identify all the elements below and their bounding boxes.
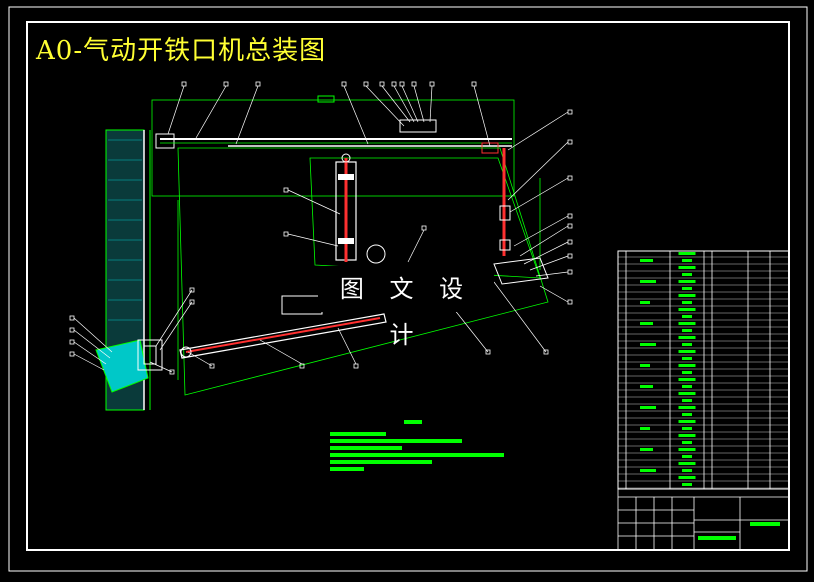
- lift-cylinder-left: [335, 153, 386, 264]
- drill-rod: [179, 257, 549, 359]
- top-rail: [151, 95, 515, 197]
- boom-frame: [177, 147, 549, 396]
- furnace-wall: [95, 129, 175, 411]
- leader-lines: [73, 85, 569, 373]
- title-block: [617, 488, 790, 551]
- item-balloons: [69, 81, 573, 375]
- technical-notes: [330, 420, 504, 471]
- outer-frame: [8, 6, 808, 572]
- lift-cylinder-right: [499, 148, 511, 256]
- parts-list-table: [617, 250, 790, 490]
- watermark-text: 图 文 设 计: [318, 266, 494, 349]
- drawing-title: A0-气动开铁口机总装图: [36, 36, 327, 66]
